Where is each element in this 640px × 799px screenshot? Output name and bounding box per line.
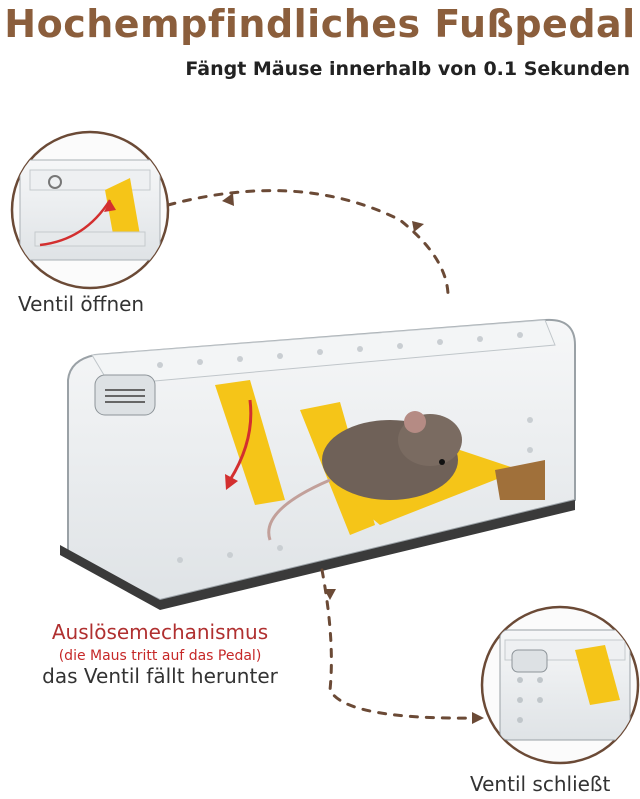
main-trap bbox=[60, 318, 576, 610]
dashed-arrow-main-to-close bbox=[320, 568, 482, 720]
valve-falls-label: das Ventil fällt herunter bbox=[42, 664, 278, 688]
valve-closes-label: Ventil schließt bbox=[470, 772, 611, 796]
dashed-arrow-open-to-main bbox=[166, 189, 450, 302]
mechanism-label: Auslösemechanismus bbox=[51, 620, 269, 644]
valve-open-inset bbox=[10, 130, 170, 290]
mechanism-note: (die Maus tritt auf das Pedal) bbox=[58, 648, 262, 664]
page-title: Hochempfindliches Fußpedal bbox=[4, 2, 636, 46]
valve-open-label: Ventil öffnen bbox=[18, 292, 145, 316]
page-subtitle: Fängt Mäuse innerhalb von 0.1 Sekunden bbox=[185, 58, 630, 80]
valve-close-inset bbox=[480, 605, 640, 765]
